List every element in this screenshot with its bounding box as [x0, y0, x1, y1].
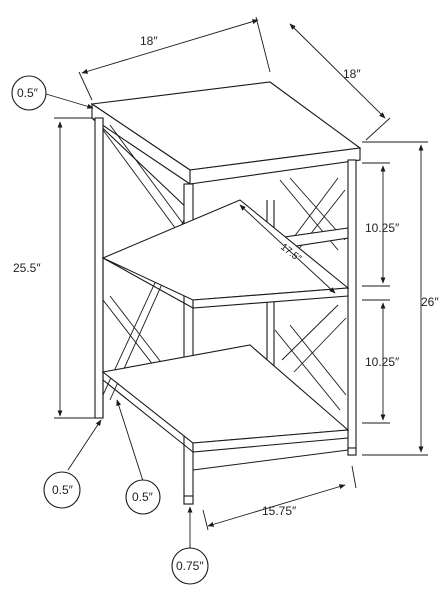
top-width-label: 18″ — [140, 34, 158, 48]
top-depth-dimension-line — [289, 23, 386, 119]
shelf-thickness-label: 0.5″ — [132, 490, 154, 504]
leg-width-callout — [43, 471, 81, 509]
leg-height-label: 25.5″ — [13, 261, 41, 275]
top-width-dimension-line — [81, 19, 259, 74]
upper-shelf — [101, 199, 350, 301]
leg-width-label: 0.5″ — [52, 483, 74, 497]
end-table-drawing — [90, 81, 362, 505]
front-right-foot — [347, 447, 357, 456]
bottom-width-dimension-line — [207, 484, 346, 527]
table-top-front-edge — [189, 147, 361, 185]
rear-x-brace-lower — [274, 304, 347, 411]
shelf-thickness-callout — [125, 479, 161, 515]
upper-gap-label: 10.25″ — [365, 221, 400, 235]
top-depth-label: 18″ — [343, 67, 361, 81]
foot-thickness-label: 0.75″ — [176, 559, 204, 573]
front-left-foot — [183, 495, 194, 505]
top-thickness-label: 0.5″ — [17, 86, 39, 100]
lower-shelf — [101, 344, 350, 444]
back-left-leg-side — [94, 117, 104, 419]
lower-gap-label: 10.25″ — [365, 355, 400, 369]
top-thickness-callout — [11, 75, 47, 111]
shelf-depth-dimension-line — [239, 204, 336, 294]
bottom-width-label: 15.75″ — [262, 504, 297, 518]
total-height-label: 26″ — [421, 295, 439, 309]
foot-thickness-callout — [171, 547, 209, 585]
front-right-leg — [347, 159, 357, 456]
